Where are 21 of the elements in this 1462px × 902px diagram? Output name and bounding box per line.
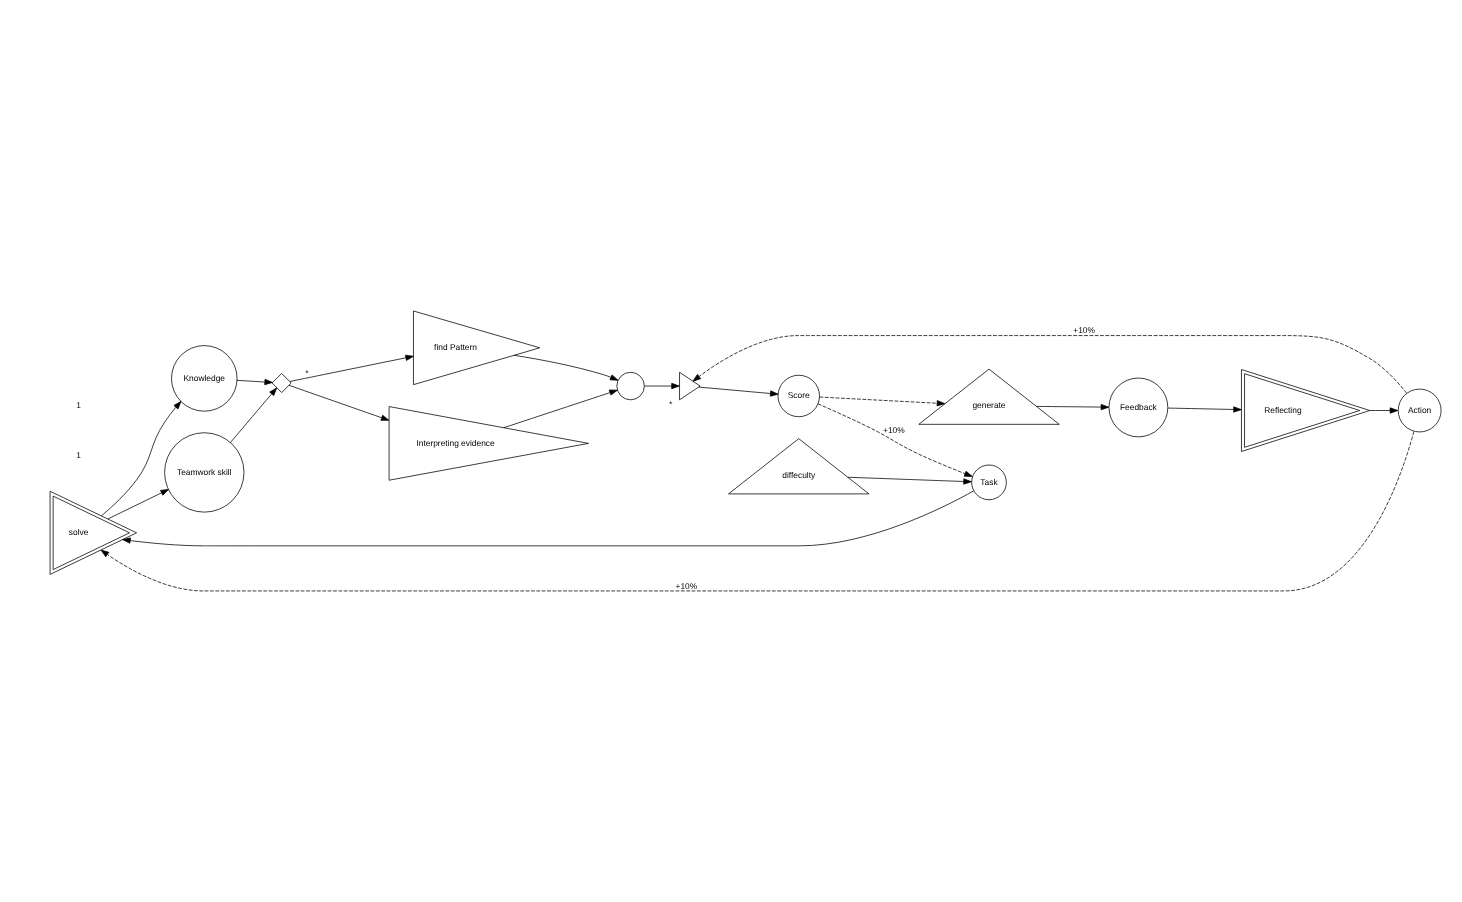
arrow	[1036, 404, 1110, 411]
node-diamond	[271, 373, 292, 393]
arrow	[1369, 407, 1399, 414]
arrow	[107, 489, 169, 520]
arrow	[101, 401, 182, 517]
arrow	[236, 378, 273, 386]
arrow	[847, 476, 972, 485]
arrow	[503, 389, 618, 429]
arrow	[229, 387, 278, 444]
node-circle	[616, 371, 645, 401]
arrow	[819, 396, 946, 407]
arrow	[100, 431, 1415, 592]
arrow	[288, 384, 390, 421]
arrow	[122, 490, 974, 547]
arrow	[513, 354, 619, 381]
arrow	[817, 403, 973, 477]
arrow	[698, 386, 779, 397]
arrow	[644, 383, 680, 390]
arrow	[1167, 406, 1242, 413]
arrow	[692, 335, 1407, 394]
arrow	[289, 354, 414, 382]
